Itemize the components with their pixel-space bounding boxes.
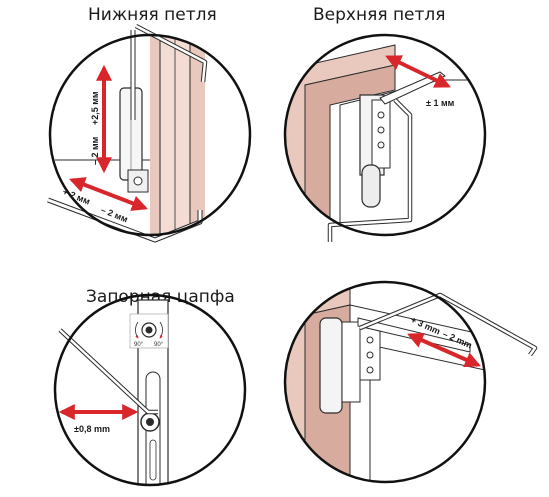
bottom-hinge-title: Нижняя петля xyxy=(88,5,217,25)
top-hinge-illustration xyxy=(285,44,485,235)
angle-label-left: 90° xyxy=(134,342,144,348)
scissors-arrow xyxy=(407,332,481,368)
top-hinge-panel: Верхняя петля ± 1 мм xyxy=(283,5,487,242)
bottom-hinge-label-down: – 2 мм xyxy=(90,136,100,165)
locking-pin-panel: Запорная цапфа 90° 90° ±0,8 mm xyxy=(53,287,247,487)
locking-pin-title: Запорная цапфа xyxy=(86,287,235,307)
locking-pin-label: ±0,8 mm xyxy=(74,424,110,434)
scissors-circle xyxy=(283,280,487,484)
top-hinge-label: ± 1 мм xyxy=(426,98,455,108)
locking-pin-circle xyxy=(53,293,247,487)
bottom-hinge-panel: Нижняя петля +2,5 мм – 2 мм + 2 мм xyxy=(47,5,252,243)
top-hinge-title: Верхняя петля xyxy=(313,5,446,25)
angle-label-right: 90° xyxy=(154,342,164,348)
top-hinge-circle xyxy=(283,33,487,237)
bottom-hinge-label-up: +2,5 мм xyxy=(90,91,100,125)
horizontal-adjust-arrow xyxy=(69,177,148,211)
top-hinge-arrow xyxy=(385,55,451,88)
scissors-panel: + 3 mm – 2 mm xyxy=(283,280,538,484)
bottom-hinge-circle xyxy=(48,33,252,237)
